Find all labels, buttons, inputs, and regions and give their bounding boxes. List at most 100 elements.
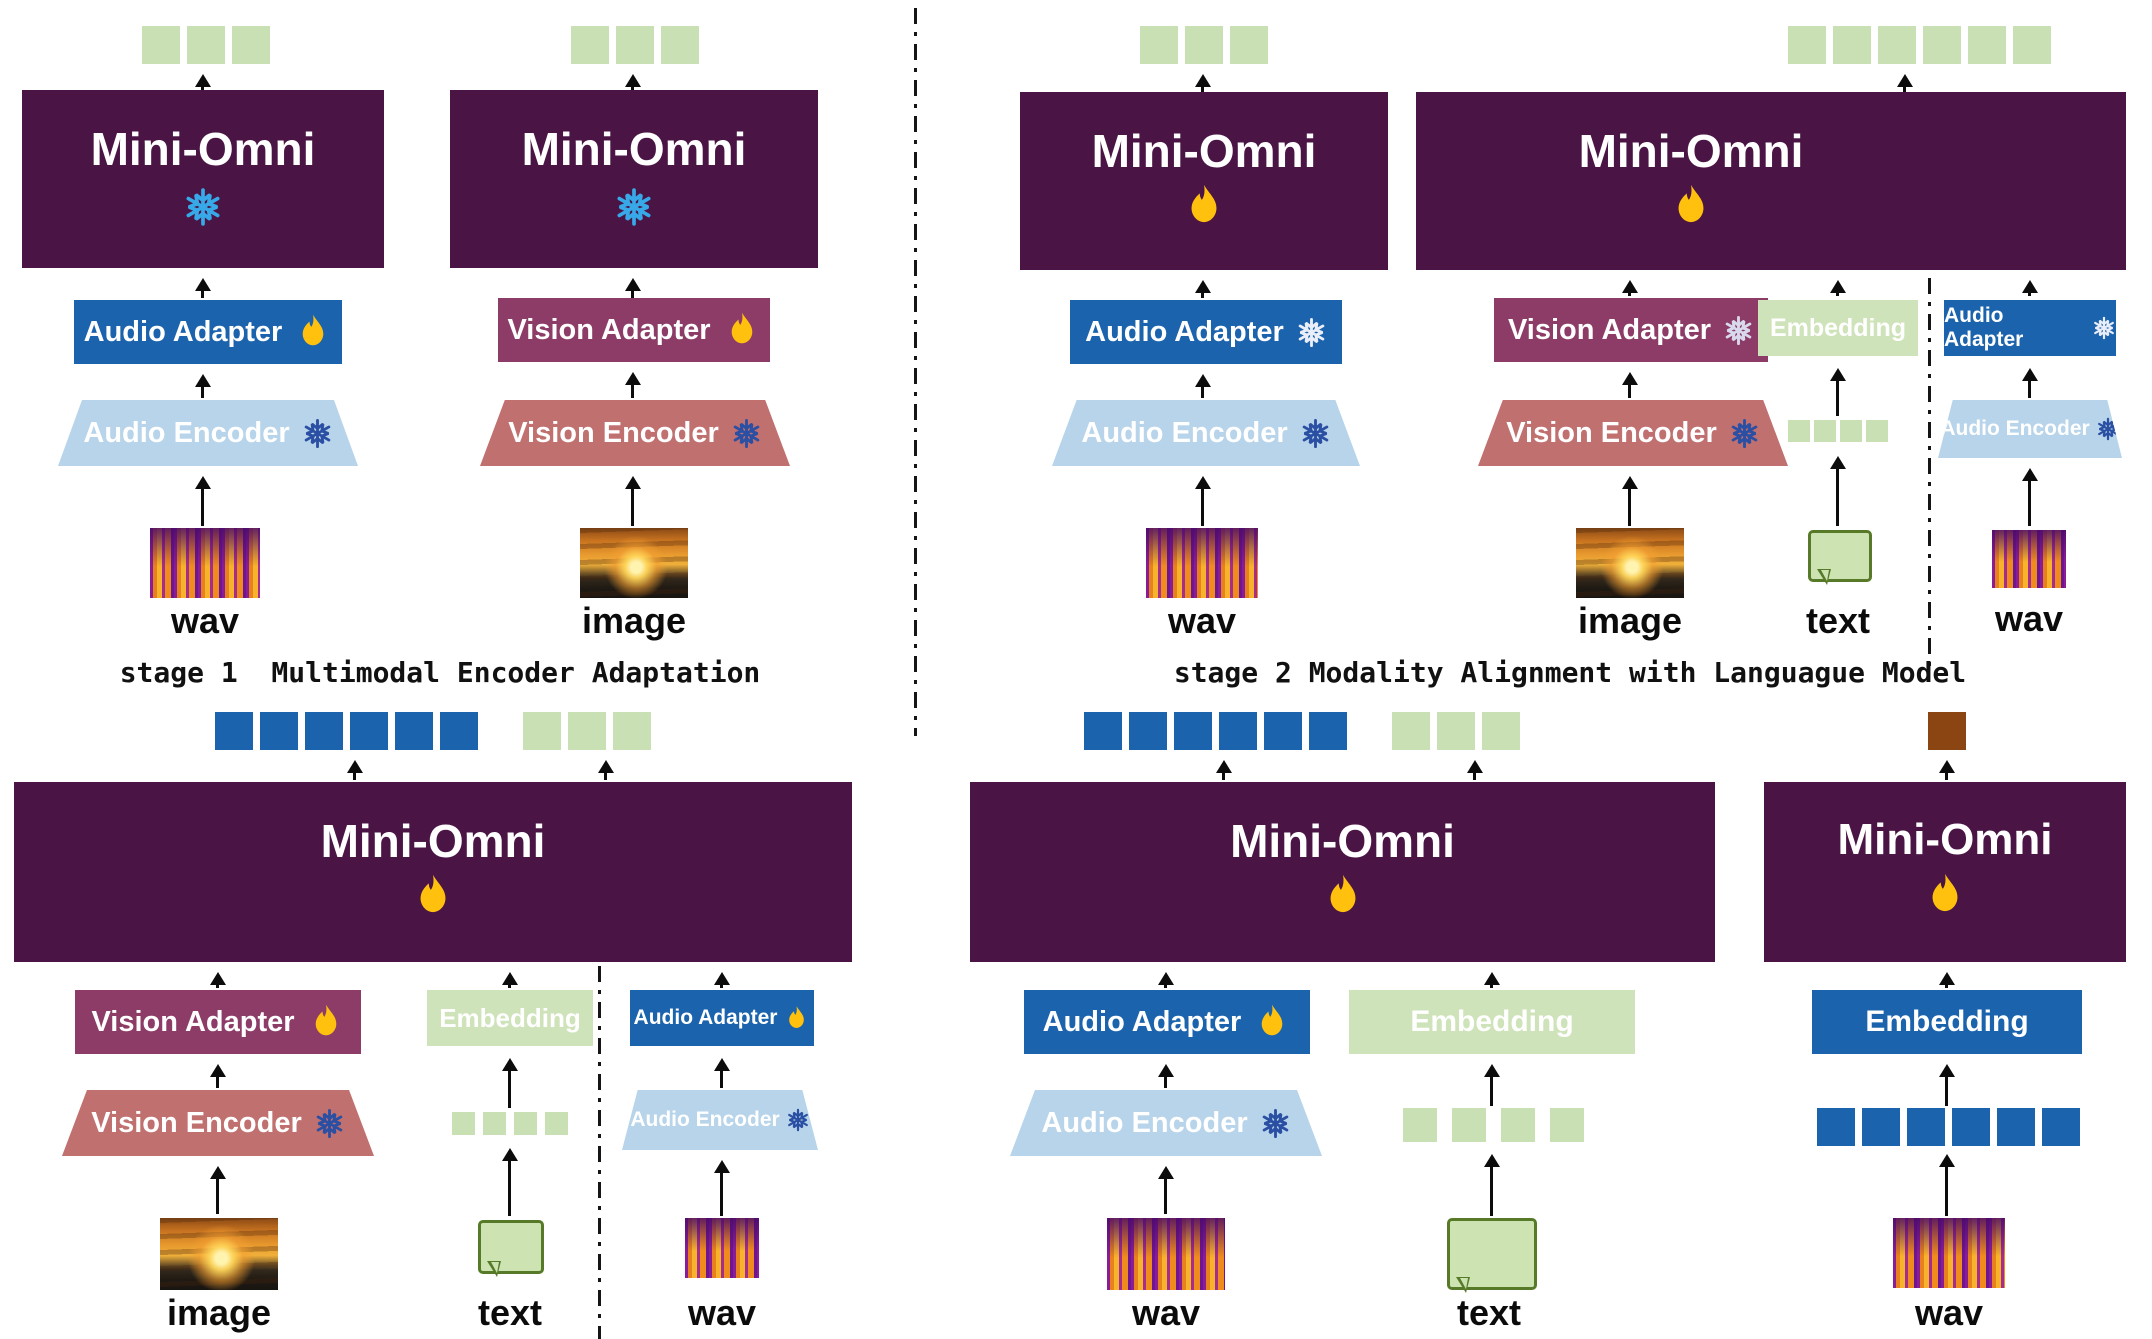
token-square xyxy=(452,1112,475,1135)
token-square xyxy=(1788,26,1826,64)
audio-encoder-trapezoid: Audio Encoder xyxy=(1938,400,2122,458)
arrow-up xyxy=(1836,284,1839,296)
image-input-thumbnail xyxy=(160,1218,278,1290)
snowflake-icon xyxy=(1260,1108,1291,1139)
input-label: image xyxy=(166,1292,272,1333)
arrow-up xyxy=(216,1068,219,1088)
snowflake-icon xyxy=(731,418,762,449)
modality-divider xyxy=(598,966,601,1339)
snowflake-icon xyxy=(786,1108,810,1132)
vision-encoder-trapezoid: Vision Encoder xyxy=(62,1090,374,1156)
text-tokens xyxy=(452,1112,568,1135)
token-square xyxy=(1230,26,1268,64)
input-label: text xyxy=(1805,600,1871,641)
arrow-up xyxy=(2028,472,2031,526)
adapter-label: Audio Adapter xyxy=(633,1006,778,1029)
wav-spectrogram-image xyxy=(1146,528,1258,598)
flame-icon xyxy=(1922,872,1968,918)
audio-encoder-trapezoid: Audio Encoder xyxy=(1052,400,1360,466)
audio-adapter-box: Audio Adapter xyxy=(1944,300,2116,356)
snowflake-icon xyxy=(1729,418,1760,449)
token-square xyxy=(1997,1108,2035,1146)
audio-encoder-trapezoid: Audio Encoder xyxy=(622,1090,818,1150)
embedding-box: Embedding xyxy=(1812,990,2082,1054)
input-label: wav xyxy=(687,1292,757,1333)
output-tokens xyxy=(1084,712,1520,750)
token-square xyxy=(1814,420,1836,442)
text-tokens xyxy=(1788,420,1888,442)
token-square xyxy=(260,712,298,750)
modality-divider xyxy=(1928,278,1931,666)
token-square xyxy=(1862,1108,1900,1146)
wav-spectrogram-image xyxy=(685,1218,759,1278)
input-label: wav xyxy=(170,600,240,641)
input-label: wav xyxy=(1914,1292,1984,1333)
arrow-up xyxy=(631,376,634,398)
encoder-label: Vision Encoder xyxy=(508,416,719,449)
encoder-label: Audio Encoder xyxy=(83,416,290,449)
adapter-label: Vision Adapter xyxy=(91,1005,295,1038)
wav-spectrogram-image xyxy=(1893,1218,2005,1288)
audio-encoder-trapezoid: Audio Encoder xyxy=(58,400,358,466)
token-square xyxy=(215,712,253,750)
arrow-up xyxy=(631,78,634,90)
arrow-up xyxy=(1201,378,1204,398)
text-bubble-icon xyxy=(1447,1218,1537,1293)
token-square xyxy=(2013,26,2051,64)
output-tokens xyxy=(1788,26,2051,64)
stage1-caption: stage 1 Multimodal Encoder Adaptation xyxy=(119,656,761,689)
token-square xyxy=(1129,712,1167,750)
model-title: Mini-Omni xyxy=(90,123,316,175)
mini-omni-box: Mini-Omni xyxy=(450,90,818,268)
model-title: Mini-Omni xyxy=(1837,815,2053,864)
input-label: text xyxy=(477,1292,543,1333)
arrow-up xyxy=(508,1152,511,1216)
token-square xyxy=(1309,712,1347,750)
token-square xyxy=(1788,420,1810,442)
flame-icon xyxy=(294,313,332,351)
embedding-label: Embedding xyxy=(1410,1005,1574,1038)
embedding-box: Embedding xyxy=(1349,990,1635,1054)
text-bubble-icon xyxy=(1808,530,1872,585)
mini-omni-box: Mini-Omni xyxy=(1416,92,2126,270)
arrow-up xyxy=(2028,372,2031,398)
token-square xyxy=(1923,26,1961,64)
token-square xyxy=(1219,712,1257,750)
arrow-up xyxy=(216,976,219,988)
input-label: text xyxy=(1456,1292,1522,1333)
arrow-up xyxy=(216,1170,219,1214)
arrow-up xyxy=(1836,460,1839,526)
arrow-up xyxy=(1490,976,1493,988)
token-square xyxy=(440,712,478,750)
stage-divider xyxy=(914,8,917,736)
audio-tokens xyxy=(1817,1108,2080,1146)
token-square xyxy=(1501,1108,1535,1142)
arrow-up xyxy=(201,282,204,298)
embedding-label: Embedding xyxy=(1769,313,1907,342)
token-square xyxy=(661,26,699,64)
arrow-up xyxy=(201,78,204,90)
arrow-up xyxy=(1945,764,1948,780)
snowflake-icon xyxy=(2096,417,2120,441)
arrow-up xyxy=(1628,284,1631,296)
vision-adapter-box: Vision Adapter xyxy=(498,298,770,362)
token-square xyxy=(1952,1108,1990,1146)
token-square xyxy=(395,712,433,750)
arrow-up xyxy=(353,764,356,780)
arrow-up xyxy=(1903,78,1906,92)
arrow-up xyxy=(508,976,511,988)
flame-icon xyxy=(307,1003,345,1041)
token-square xyxy=(1907,1108,1945,1146)
token-square xyxy=(568,712,606,750)
token-square xyxy=(616,26,654,64)
snowflake-icon xyxy=(614,187,654,227)
wav-spectrogram-image xyxy=(1992,530,2066,588)
input-label: wav xyxy=(1167,600,1237,641)
adapter-label: Vision Adapter xyxy=(1507,313,1712,346)
vision-encoder-trapezoid: Vision Encoder xyxy=(480,400,790,466)
audio-adapter-box: Audio Adapter xyxy=(1070,300,1342,364)
mini-omni-box: Mini-Omni xyxy=(1764,782,2126,962)
arrow-up xyxy=(720,976,723,988)
input-label: image xyxy=(1577,600,1683,641)
